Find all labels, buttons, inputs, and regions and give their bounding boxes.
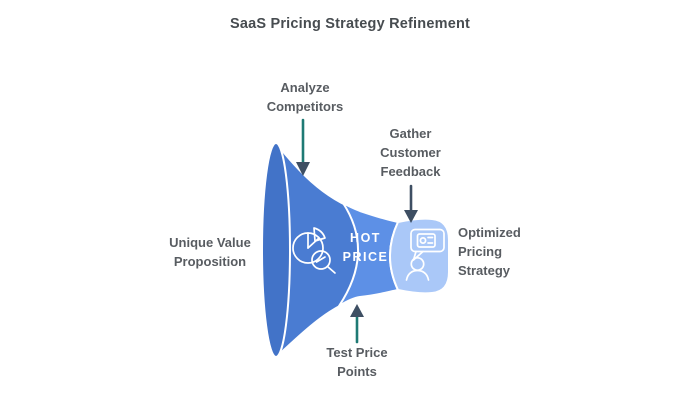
funnel-mouth-ellipse (261, 142, 291, 358)
label-test-price-points: Test Price Points (326, 345, 388, 379)
label-optimized-pricing-strategy: Optimized Pricing Strategy (458, 225, 521, 278)
analyze-competitors-arrow (296, 118, 310, 176)
gather-feedback-arrow (404, 184, 418, 223)
label-unique-value-proposition: Unique Value Proposition (169, 235, 251, 269)
customer-feedback-icon (405, 228, 445, 281)
test-price-points-arrow (350, 304, 364, 344)
hot-price-label: HOT PRICE (337, 229, 394, 267)
pie-chart-magnifier-icon (292, 227, 336, 274)
diagram-title: SaaS Pricing Strategy Refinement (229, 16, 471, 32)
label-gather-customer-feedback: Gather Customer Feedback (380, 126, 441, 179)
label-analyze-competitors: Analyze Competitors (266, 80, 344, 114)
hot-price-line2: PRICE (342, 250, 389, 264)
hot-price-line1: HOT (350, 231, 381, 245)
